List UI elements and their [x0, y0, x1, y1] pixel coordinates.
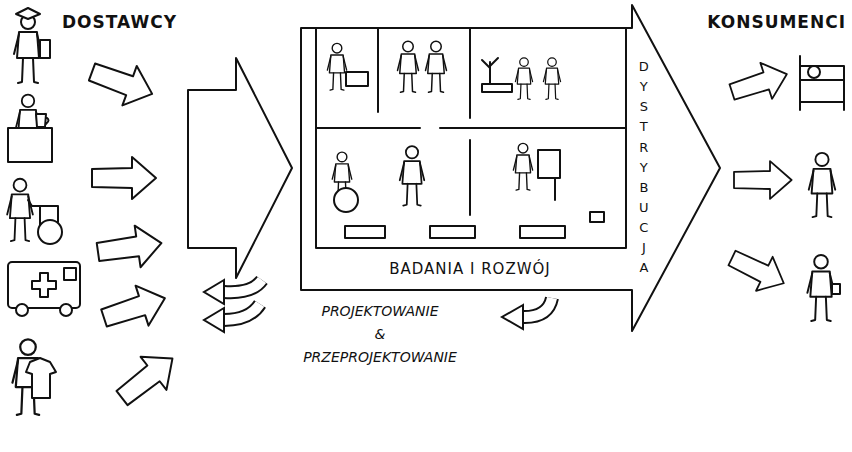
wheelchair-wheel — [38, 220, 62, 244]
block-arrow — [726, 56, 792, 110]
building-outline — [316, 28, 626, 248]
block-arrow — [734, 161, 792, 199]
carer-figure — [7, 179, 33, 241]
heading-label: KONSUMENCI — [707, 12, 846, 32]
bed-frame — [800, 56, 844, 110]
consumer-figures — [800, 56, 844, 321]
heading-label: DOSTAWCY — [62, 12, 177, 32]
room-walls — [316, 28, 626, 215]
patient-head — [808, 66, 820, 78]
cup — [36, 114, 49, 127]
curved-arrow-head — [204, 280, 224, 304]
hospital-building — [316, 28, 626, 248]
arrow-outline — [300, 2, 724, 336]
wheelchair-wheel — [334, 188, 358, 212]
graduate-figure — [14, 15, 42, 83]
staff-figure — [398, 41, 419, 92]
curved-arrow-head — [204, 308, 224, 332]
table — [482, 84, 512, 92]
consumer-figure — [807, 255, 834, 321]
red-cross — [32, 273, 56, 297]
vertical-label: DYSTRYBUCJA — [638, 57, 650, 279]
window — [345, 226, 385, 238]
block-arrow — [92, 157, 156, 199]
block-arrow — [724, 241, 792, 300]
block-arrow — [98, 278, 172, 338]
counter — [8, 128, 52, 162]
supply-arrows — [85, 52, 186, 414]
bag — [832, 284, 840, 294]
scroll — [40, 40, 50, 58]
consumer-arrows — [724, 56, 793, 300]
arrow-outline-path — [301, 5, 720, 331]
curved-arrow-outline — [224, 304, 260, 320]
curved-arrow-fill — [224, 304, 260, 320]
input-arrow — [188, 58, 292, 278]
block-arrow — [85, 52, 160, 113]
mortarboard — [16, 8, 40, 19]
supplier-figures — [7, 8, 80, 415]
process-label: BADANIA I ROZWÓJ — [389, 260, 551, 278]
block-arrow — [109, 342, 185, 414]
window — [430, 226, 475, 238]
plant — [482, 58, 498, 84]
ambulance-wheel — [60, 304, 72, 316]
curved-arrow-fill — [522, 298, 552, 317]
desk — [346, 72, 368, 86]
window — [520, 226, 565, 238]
staff-figure — [426, 41, 447, 92]
visitor-figure — [543, 58, 560, 100]
machine — [538, 150, 560, 178]
visitor-figure — [515, 58, 532, 100]
ambulance-window — [64, 268, 76, 280]
ambulance-body — [8, 262, 80, 308]
curved-arrow-outline — [224, 280, 262, 292]
garment — [26, 358, 56, 398]
bed — [800, 66, 844, 102]
staff-figure — [327, 43, 346, 90]
box — [590, 212, 604, 222]
block-arrow — [95, 222, 164, 272]
ambulance-wheel — [16, 304, 28, 316]
process-arrow: BADANIA I ROZWÓJ DYSTRYBUCJA — [300, 2, 724, 336]
curved-arrow-outline — [522, 298, 552, 317]
cycle-label: PROJEKTOWANIE & PRZEPROJEKTOWANIE — [280, 300, 480, 369]
consumer-figure — [809, 153, 835, 217]
doctor-figure — [400, 146, 425, 206]
curved-arrow-fill — [224, 280, 262, 292]
curved-arrow-head — [502, 305, 523, 329]
staff-figure — [513, 143, 532, 190]
